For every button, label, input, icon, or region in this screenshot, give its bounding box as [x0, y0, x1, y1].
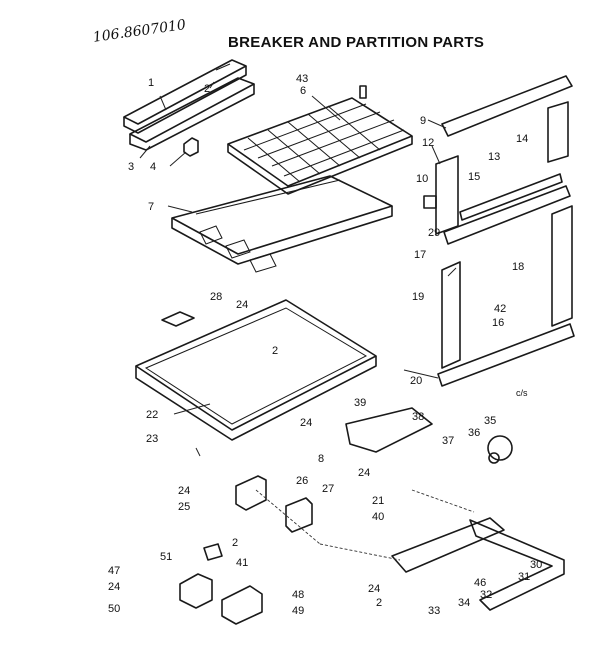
part-callout-42: 42 — [494, 303, 506, 315]
part-callout-3: 3 — [128, 161, 134, 173]
part-callout-40: 40 — [372, 511, 384, 523]
part-callout-10: 10 — [416, 173, 428, 185]
part-callout-46: 46 — [474, 577, 486, 589]
part-callout-24: 24 — [358, 467, 370, 479]
part-callout-23: 23 — [146, 433, 158, 445]
footnote: c/s — [516, 388, 528, 398]
part-callout-2: 2 — [376, 597, 382, 609]
part-callout-12: 12 — [422, 137, 434, 149]
part-callout-19: 19 — [412, 291, 424, 303]
part-callout-33: 33 — [428, 605, 440, 617]
part-callout-30: 30 — [530, 559, 542, 571]
part-callout-50: 50 — [108, 603, 120, 615]
part-callout-13: 13 — [488, 151, 500, 163]
part-callout-47: 47 — [108, 565, 120, 577]
part-callout-28: 28 — [210, 291, 222, 303]
part-callout-9: 9 — [420, 115, 426, 127]
breaker-partition — [171, 175, 393, 273]
part-callout-24: 24 — [368, 583, 380, 595]
part-callout-8: 8 — [318, 453, 324, 465]
part-callout-31: 31 — [518, 571, 530, 583]
part-callout-24: 24 — [178, 485, 190, 497]
part-callout-16: 16 — [492, 317, 504, 329]
part-callout-29: 29 — [428, 227, 440, 239]
drain-pan — [135, 299, 377, 441]
part-callout-35: 35 — [484, 415, 496, 427]
part-callout-20: 20 — [410, 375, 422, 387]
part-callout-2: 2 — [272, 345, 278, 357]
shelf-grille — [227, 85, 413, 195]
part-callout-51: 51 — [160, 551, 172, 563]
part-callout-25: 25 — [178, 501, 190, 513]
part-callout-24: 24 — [300, 417, 312, 429]
part-callout-18: 18 — [512, 261, 524, 273]
breaker-trim-assembly — [123, 59, 255, 157]
mullion-gaskets — [423, 75, 575, 387]
part-callout-38: 38 — [412, 411, 424, 423]
lower-components — [179, 407, 565, 625]
part-callout-48: 48 — [292, 589, 304, 601]
part-callout-27: 27 — [322, 483, 334, 495]
page-title: BREAKER AND PARTITION PARTS — [228, 34, 485, 51]
part-callout-2: 2 — [232, 537, 238, 549]
part-callout-24: 24 — [108, 581, 120, 593]
part-callout-26: 26 — [296, 475, 308, 487]
leader-lines — [139, 81, 475, 561]
part-callout-22: 22 — [146, 409, 158, 421]
part-callout-37: 37 — [442, 435, 454, 447]
part-callout-14: 14 — [516, 133, 528, 145]
part-callout-34: 34 — [458, 597, 470, 609]
part-callout-1: 1 — [148, 77, 154, 89]
part-callout-2: 2 — [204, 83, 210, 95]
part-callout-7: 7 — [148, 201, 154, 213]
part-callout-43: 43 — [296, 73, 308, 85]
part-callout-36: 36 — [468, 427, 480, 439]
part-callout-15: 15 — [468, 171, 480, 183]
part-callout-49: 49 — [292, 605, 304, 617]
part-callout-6: 6 — [300, 85, 306, 97]
part-callout-21: 21 — [372, 495, 384, 507]
part-callout-41: 41 — [236, 557, 248, 569]
part-callout-17: 17 — [414, 249, 426, 261]
part-callout-39: 39 — [354, 397, 366, 409]
part-callout-32: 32 — [480, 589, 492, 601]
part-callout-4: 4 — [150, 161, 156, 173]
part-callout-24: 24 — [236, 299, 248, 311]
